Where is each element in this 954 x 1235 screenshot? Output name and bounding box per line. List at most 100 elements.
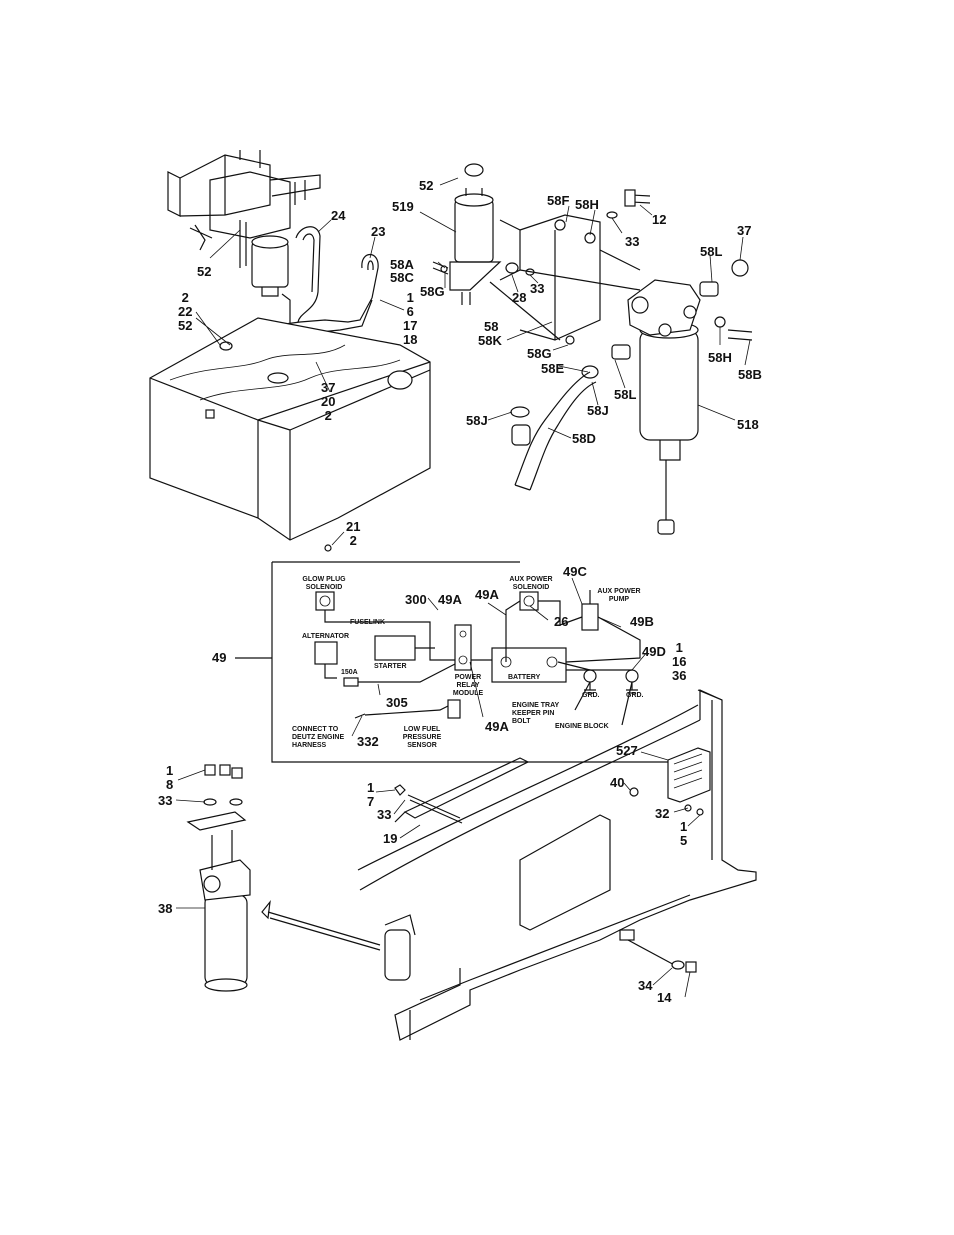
low-fuel-line2: PRESSURE xyxy=(402,734,442,741)
fuel-filter-518-drawing xyxy=(581,259,753,535)
callout-24: 24 xyxy=(331,208,346,223)
low-fuel-line1: LOW FUEL xyxy=(403,726,441,733)
callout-58h-right: 58H xyxy=(708,350,732,365)
callout-58g-top: 58G xyxy=(420,284,445,299)
ground-label-2: GRD. xyxy=(626,692,644,699)
keeper-line1: ENGINE TRAY xyxy=(512,702,560,709)
callout-58e: 58E xyxy=(541,361,565,376)
callout-32: 32 xyxy=(655,806,670,821)
callout-26: 26 xyxy=(554,614,569,629)
callout-49b: 49B xyxy=(630,614,654,629)
power-relay-module-label: POWER RELAY MODULE xyxy=(448,674,488,698)
callout-23: 23 xyxy=(371,224,386,239)
callout-58l-top: 58L xyxy=(700,244,723,259)
callout-stack-1-16-36: 1 16 36 xyxy=(672,641,686,683)
fuselink-label: FUSELINK xyxy=(350,619,385,626)
callout-49d: 49D xyxy=(642,644,666,659)
callout-8: 8 xyxy=(166,777,174,792)
callout-1e: 1 xyxy=(680,819,688,834)
aux-power-pump-label: AUX POWER PUMP xyxy=(596,588,642,604)
callout-stack-1-7: 1 7 xyxy=(367,781,374,809)
callout-49c: 49C xyxy=(563,564,587,579)
callout-12: 12 xyxy=(652,212,667,227)
ground-label-1: GRD. xyxy=(582,692,600,699)
callout-34: 34 xyxy=(638,978,653,993)
150a-label: 150A xyxy=(341,669,358,676)
battery-label: BATTERY xyxy=(508,674,541,681)
power-relay-line2: RELAY xyxy=(456,682,480,689)
callout-49: 49 xyxy=(212,650,227,665)
callout-58: 58 xyxy=(484,319,499,334)
frame-drawing xyxy=(357,689,757,1041)
callout-332: 332 xyxy=(357,734,379,749)
connect-line2: DEUTZ ENGINE xyxy=(292,734,345,741)
callout-300: 300 xyxy=(405,592,427,607)
callout-33-mid: 33 xyxy=(530,281,545,296)
leader-lines xyxy=(175,177,751,998)
low-fuel-line3: SENSOR xyxy=(407,742,437,749)
connect-line1: CONNECT TO xyxy=(292,726,339,733)
callout-519: 519 xyxy=(392,199,414,214)
fuel-tank-drawing xyxy=(149,317,431,552)
callout-58j-right: 58J xyxy=(587,403,609,418)
callout-stack-1-8: 1 8 xyxy=(166,764,173,792)
callout-33-left: 33 xyxy=(158,793,173,808)
pump-519-drawing xyxy=(432,163,651,345)
callout-58h-top: 58H xyxy=(575,197,599,212)
callout-stack-37-20-2: 37 20 2 xyxy=(321,381,335,423)
callout-52-left: 52 xyxy=(197,264,212,279)
callout-527: 527 xyxy=(616,743,638,758)
keeper-line2: KEEPER PIN xyxy=(512,710,555,717)
callout-1d: 1 xyxy=(367,780,375,795)
callout-28: 28 xyxy=(512,290,527,305)
hose-58d-drawing xyxy=(510,371,597,491)
callout-6: 6 xyxy=(406,304,414,319)
aux-solenoid-line1: AUX POWER xyxy=(509,576,553,583)
callout-49a-2: 49A xyxy=(475,587,499,602)
aux-pump-line1: AUX POWER xyxy=(597,588,641,595)
engine-tray-keeper-label: ENGINE TRAY KEEPER PIN BOLT xyxy=(512,702,562,726)
callout-52-top: 52 xyxy=(419,178,434,193)
callout-18: 18 xyxy=(403,332,418,347)
callout-33-bottom: 33 xyxy=(377,807,392,822)
aux-power-solenoid-label: AUX POWER SOLENOID xyxy=(506,576,556,592)
callout-58a: 58A xyxy=(390,257,414,272)
callout-2c: 2 xyxy=(349,533,357,548)
callout-37: 37 xyxy=(321,380,336,395)
wiring-schematic-drawing xyxy=(235,561,682,763)
callout-305: 305 xyxy=(386,695,408,710)
callout-1: 1 xyxy=(406,290,414,305)
callout-7: 7 xyxy=(367,794,375,809)
aux-pump-line2: PUMP xyxy=(608,596,630,603)
callout-2: 2 xyxy=(181,290,189,305)
callout-58c: 58C xyxy=(390,270,414,285)
callout-21: 21 xyxy=(346,519,361,534)
callout-58j-left: 58J xyxy=(466,413,488,428)
callout-5: 5 xyxy=(680,833,688,848)
callout-49a-1: 49A xyxy=(438,592,462,607)
low-fuel-sensor-label: LOW FUEL PRESSURE SENSOR xyxy=(400,726,444,750)
fuel-lines-drawing xyxy=(241,226,379,333)
callout-17: 17 xyxy=(403,318,418,333)
callout-36: 36 xyxy=(672,668,687,683)
callout-33-top: 33 xyxy=(625,234,640,249)
filter-pointer-arrow-drawing xyxy=(261,899,416,981)
callout-stack-1-6-17-18: 1 6 17 18 xyxy=(403,291,417,347)
callout-20: 20 xyxy=(321,394,336,409)
callout-58f: 58F xyxy=(547,193,570,208)
engine-bracket-drawing xyxy=(167,150,321,297)
callout-40: 40 xyxy=(610,775,625,790)
starter-label: STARTER xyxy=(374,663,407,670)
callout-518: 518 xyxy=(737,417,759,432)
callout-58b: 58B xyxy=(738,367,762,382)
callout-19: 19 xyxy=(383,831,398,846)
ecm-527-drawing xyxy=(629,747,711,816)
power-relay-line3: MODULE xyxy=(452,690,484,697)
callout-49a-3: 49A xyxy=(485,719,509,734)
callout-stack-2-22-52: 2 22 52 xyxy=(178,291,192,333)
bolt-19-drawing xyxy=(394,784,463,824)
callout-37-top: 37 xyxy=(737,223,752,238)
filter-38-drawing xyxy=(186,764,251,992)
